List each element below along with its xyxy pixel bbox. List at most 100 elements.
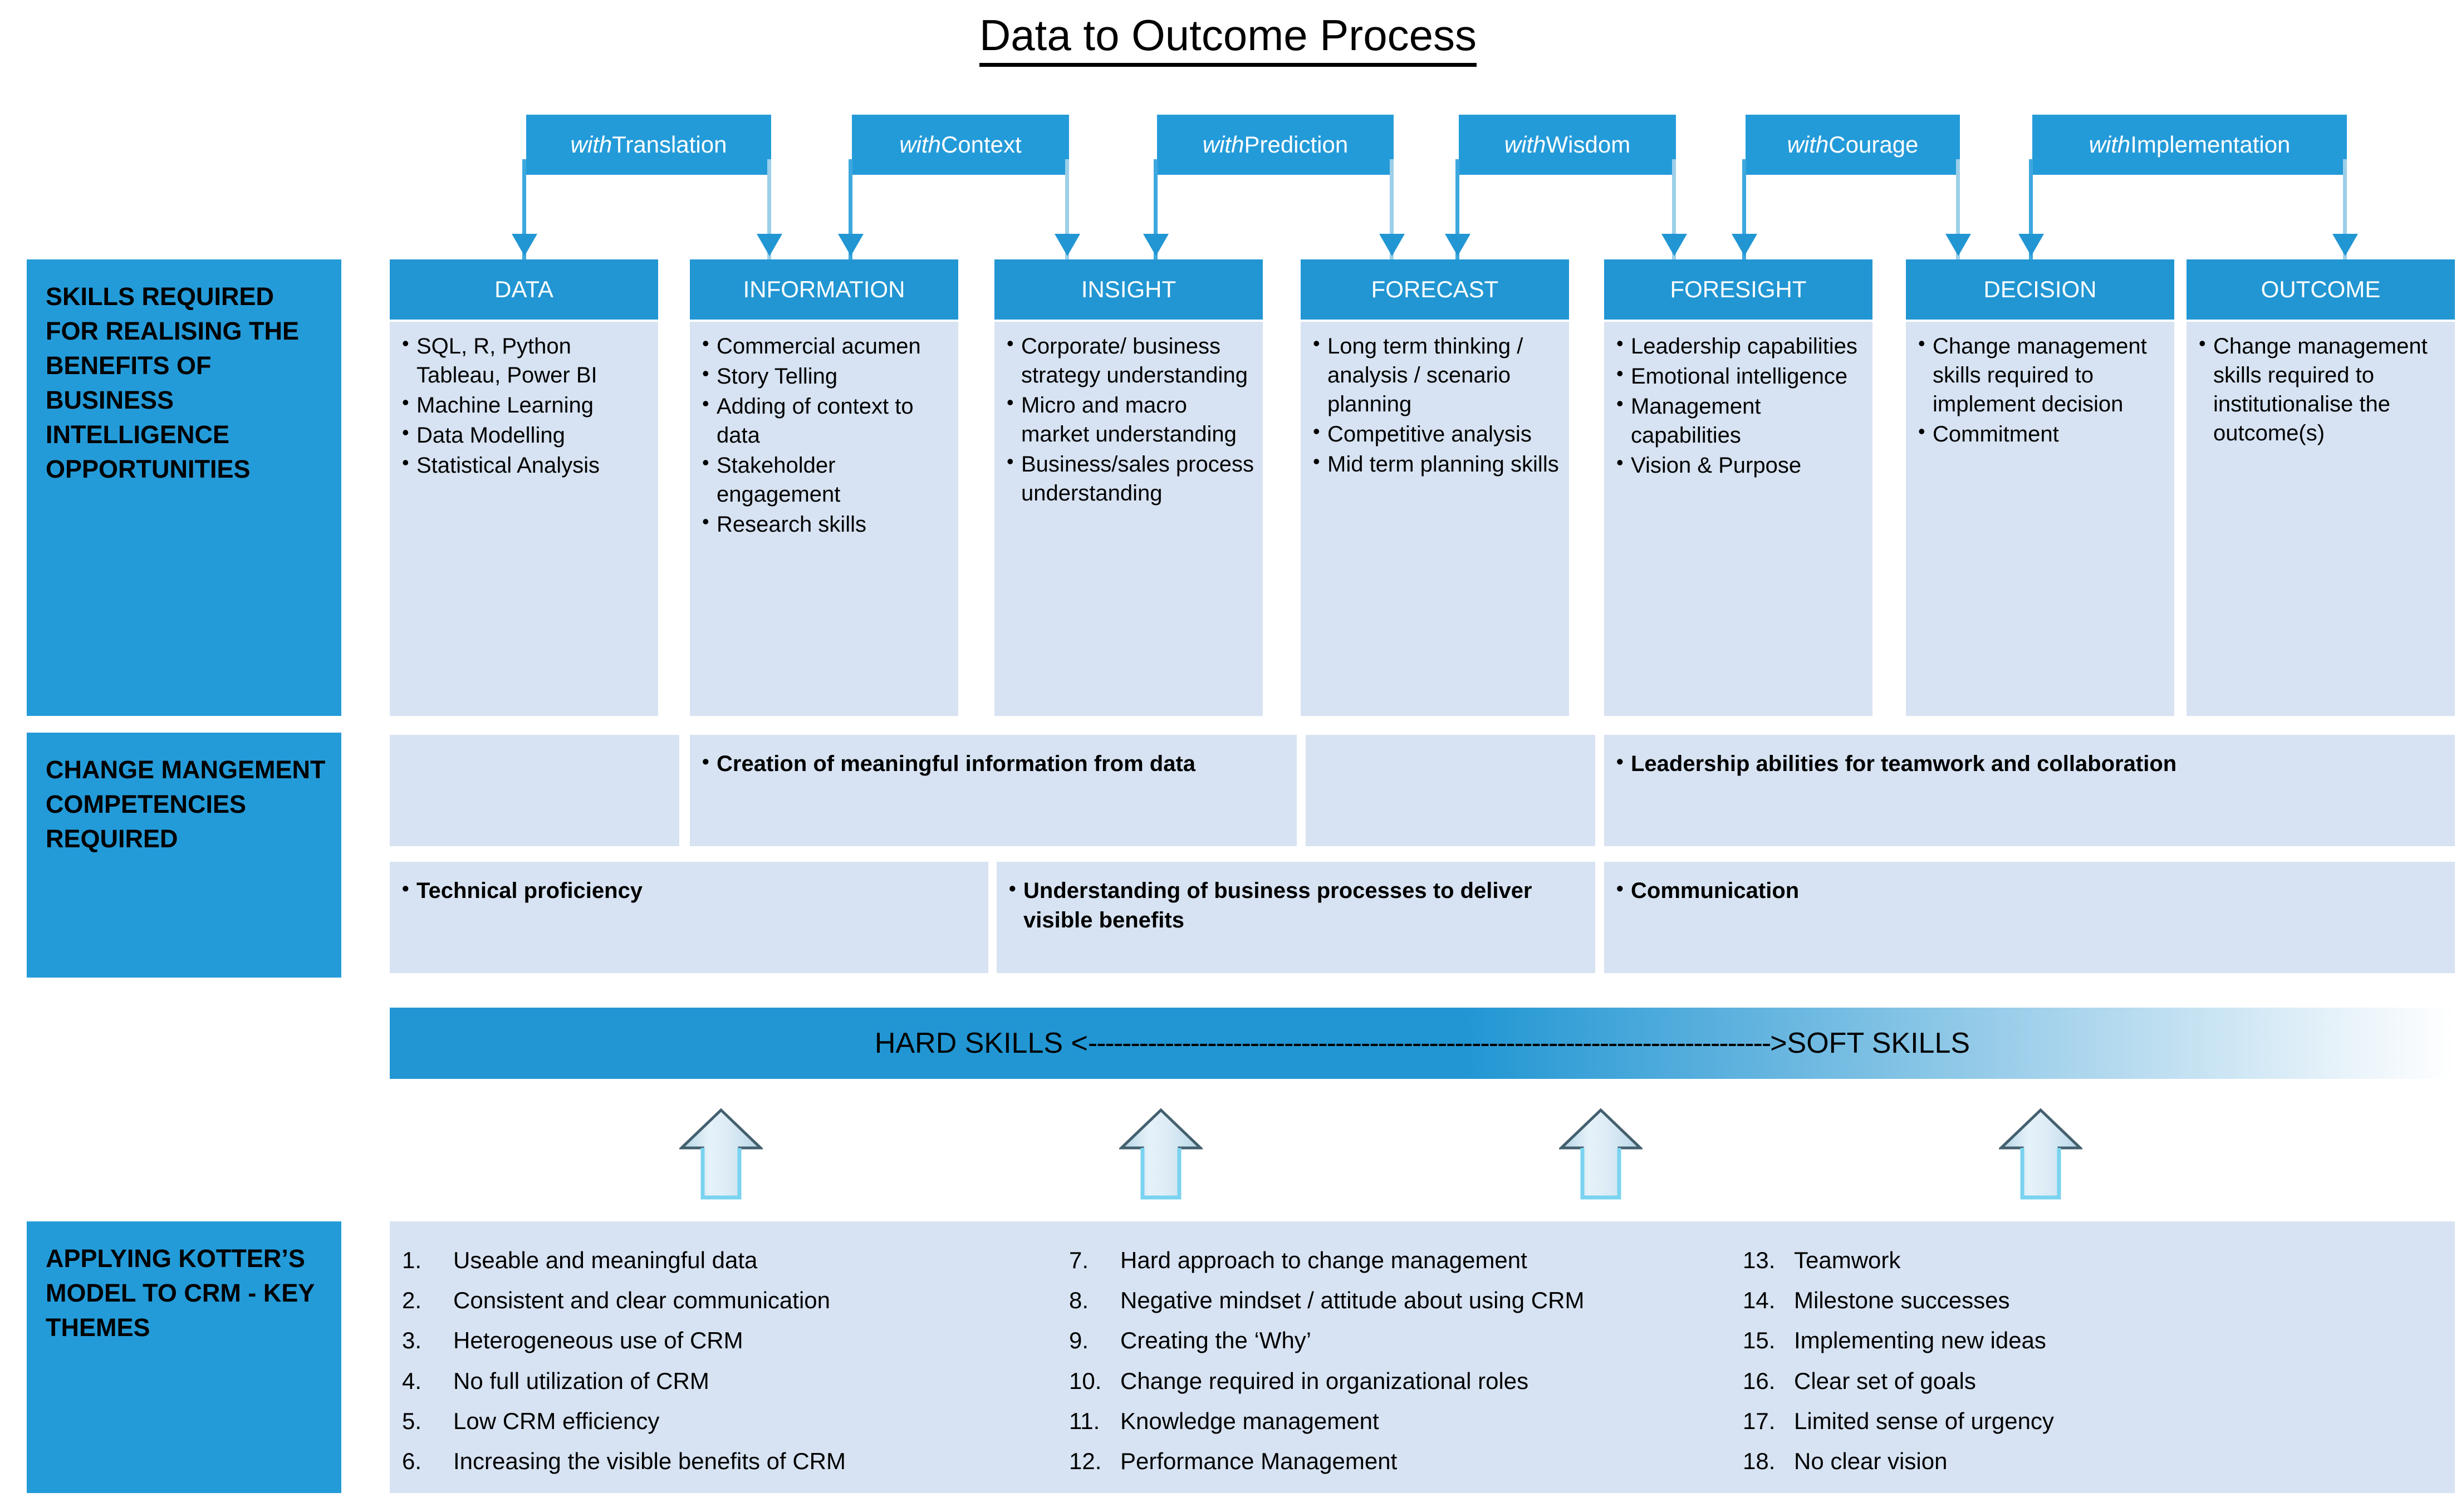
- kotter-text: Useable and meaningful data: [453, 1247, 758, 1273]
- kotter-number: 6.: [402, 1448, 422, 1475]
- with-label-wisdom: with Wisdom: [1459, 115, 1676, 175]
- stage-body-outcome: Change management skills required to ins…: [2187, 322, 2455, 716]
- up-arrow-icon-2: [1119, 1108, 1203, 1200]
- stage-body-data: SQL, R, Python Tableau, Power BI Machine…: [390, 322, 658, 716]
- connector-arrowhead-outcome: [2332, 234, 2358, 256]
- list-item: Story Telling: [702, 361, 949, 391]
- list-item: 12. Performance Management: [1069, 1441, 1737, 1481]
- kotter-text: Creating the ‘Why’: [1120, 1327, 1312, 1354]
- kotter-number: 2.: [402, 1287, 422, 1314]
- stage-body-foresight: Leadership capabilities Emotional intell…: [1604, 322, 1872, 716]
- kotter-themes-panel: [390, 1221, 2455, 1493]
- stage-header-foresight: FORESIGHT: [1604, 259, 1872, 320]
- list-item: SQL, R, Python Tableau, Power BI: [402, 331, 649, 390]
- stage-list-decision: Change management skills required to imp…: [1918, 331, 2165, 449]
- with-label-prediction: with Prediction: [1157, 115, 1394, 175]
- list-item: 1. Useable and meaningful data: [402, 1240, 1059, 1280]
- up-arrow-icon-3: [1559, 1108, 1643, 1200]
- connector-arrowhead-foresight-a: [1661, 234, 1687, 256]
- connector-arrowhead-insight-a: [1055, 234, 1080, 256]
- stage-header-insight: INSIGHT: [994, 259, 1263, 320]
- list-item: Adding of context to data: [702, 391, 949, 450]
- list-item: Commercial acumen: [702, 331, 949, 361]
- connector-arrowhead-decision: [1945, 234, 1971, 256]
- list-item: 4.No full utilization of CRM: [402, 1361, 1059, 1401]
- connector-line-prediction-left: [1154, 159, 1158, 259]
- list-item: Statistical Analysis: [402, 450, 649, 480]
- kotter-column-2: 7. Hard approach to change management 8.N…: [1069, 1240, 1737, 1481]
- list-item: 18.No clear vision: [1743, 1441, 2355, 1481]
- stage-body-forecast: Long term thinking / analysis / scenario…: [1301, 322, 1569, 716]
- list-item: 6. Increasing the visible benefits of CRM: [402, 1441, 1059, 1481]
- kotter-number: 12.: [1069, 1448, 1102, 1475]
- stage-header-decision: DECISION: [1906, 259, 2174, 320]
- kotter-text: Heterogeneous use of CRM: [453, 1327, 743, 1354]
- kotter-text: Increasing the visible benefits of CRM: [453, 1448, 846, 1475]
- with-prefix: with: [1787, 131, 1829, 158]
- cm-cell-empty-a1: [390, 735, 679, 846]
- list-item: Long term thinking / analysis / scenario…: [1313, 331, 1560, 419]
- connector-arrowhead-insight-b: [1143, 234, 1169, 256]
- stage-header-data: DATA: [390, 259, 658, 320]
- stage-list-foresight: Leadership capabilities Emotional intell…: [1616, 331, 1864, 480]
- cm-cell-technical-proficiency: Technical proficiency: [390, 862, 988, 973]
- kotter-text: Hard approach to change management: [1120, 1247, 1527, 1273]
- with-word: Prediction: [1244, 131, 1349, 158]
- connector-arrowhead-forecast-b: [1445, 234, 1470, 256]
- row-label-kotter: APPLYING KOTTER’S MODEL TO CRM - KEY THE…: [27, 1221, 341, 1493]
- list-item: 7. Hard approach to change management: [1069, 1240, 1737, 1280]
- with-label-translation: with Translation: [526, 115, 771, 175]
- list-item: Research skills: [702, 509, 949, 539]
- list-item: Leadership capabilities: [1616, 331, 1864, 361]
- kotter-number: 18.: [1743, 1448, 1776, 1475]
- list-item: 8.Negative mindset / attitude about usin…: [1069, 1280, 1737, 1320]
- kotter-text: Teamwork: [1794, 1247, 1901, 1273]
- kotter-number: 9.: [1069, 1327, 1089, 1354]
- connector-line-wisdom-left: [1455, 159, 1459, 259]
- with-word: Implementation: [2130, 131, 2291, 158]
- hard-to-soft-skills-bar: HARD SKILLS <---------------------------…: [390, 1008, 2455, 1079]
- cm-cell-understanding-business-processes: Understanding of business processes to d…: [997, 862, 1595, 973]
- list-item: Competitive analysis: [1313, 419, 1560, 449]
- stage-body-decision: Change management skills required to imp…: [1906, 322, 2174, 716]
- stage-list-data: SQL, R, Python Tableau, Power BI Machine…: [402, 331, 649, 480]
- stage-list-forecast: Long term thinking / analysis / scenario…: [1313, 331, 1560, 479]
- list-item: Commitment: [1918, 419, 2165, 449]
- row-label-change-management: CHANGE MANGEMENT COMPETENCIES REQUIRED: [27, 733, 341, 978]
- connector-arrowhead-decision-b: [2018, 234, 2044, 256]
- kotter-text: Limited sense of urgency: [1794, 1407, 2054, 1434]
- list-item: Change management skills required to imp…: [1918, 331, 2165, 419]
- cm-bullet-text: Creation of meaningful information from …: [702, 748, 1287, 779]
- list-item: Vision & Purpose: [1616, 450, 1864, 480]
- page-title: Data to Outcome Process: [0, 10, 2456, 67]
- kotter-number: 8.: [1069, 1287, 1089, 1314]
- list-item: Change management skills required to ins…: [2199, 331, 2446, 448]
- cm-bullet-text: Communication: [1616, 875, 2445, 906]
- kotter-number: 4.: [402, 1367, 422, 1394]
- list-item: 5.Low CRM efficiency: [402, 1401, 1059, 1441]
- cm-cell-leadership-abilities: Leadership abilities for teamwork and co…: [1604, 735, 2455, 846]
- cm-cell-communication: Communication: [1604, 862, 2455, 973]
- connector-line-implementation-left: [2029, 159, 2033, 259]
- kotter-text: Performance Management: [1120, 1448, 1398, 1475]
- list-item: 10.Change required in organizational rol…: [1069, 1361, 1737, 1401]
- list-item: 9. Creating the ‘Why’: [1069, 1320, 1737, 1361]
- list-item: 17.Limited sense of urgency: [1743, 1401, 2355, 1441]
- kotter-text: Consistent and clear communication: [453, 1287, 831, 1314]
- kotter-number: 7.: [1069, 1247, 1089, 1273]
- list-item: 3.Heterogeneous use of CRM: [402, 1320, 1059, 1361]
- with-word: Translation: [612, 131, 727, 158]
- stage-header-forecast: FORECAST: [1301, 259, 1569, 320]
- kotter-number: 16.: [1743, 1367, 1776, 1394]
- kotter-number: 1.: [402, 1247, 422, 1273]
- kotter-text: Milestone successes: [1794, 1287, 2010, 1314]
- list-item: Data Modelling: [402, 420, 649, 450]
- kotter-text: Clear set of goals: [1794, 1367, 1976, 1394]
- cm-bullet-text: Technical proficiency: [402, 875, 978, 906]
- connector-line-courage-left: [1742, 159, 1746, 259]
- row-label-skills: SKILLS REQUIRED FOR REALISING THE BENEFI…: [27, 259, 341, 716]
- kotter-number: 15.: [1743, 1327, 1776, 1354]
- connector-arrowhead-information-b: [838, 234, 864, 256]
- stage-body-insight: Corporate/ business strategy understandi…: [994, 322, 1263, 716]
- list-item: Business/sales process understanding: [1007, 449, 1254, 508]
